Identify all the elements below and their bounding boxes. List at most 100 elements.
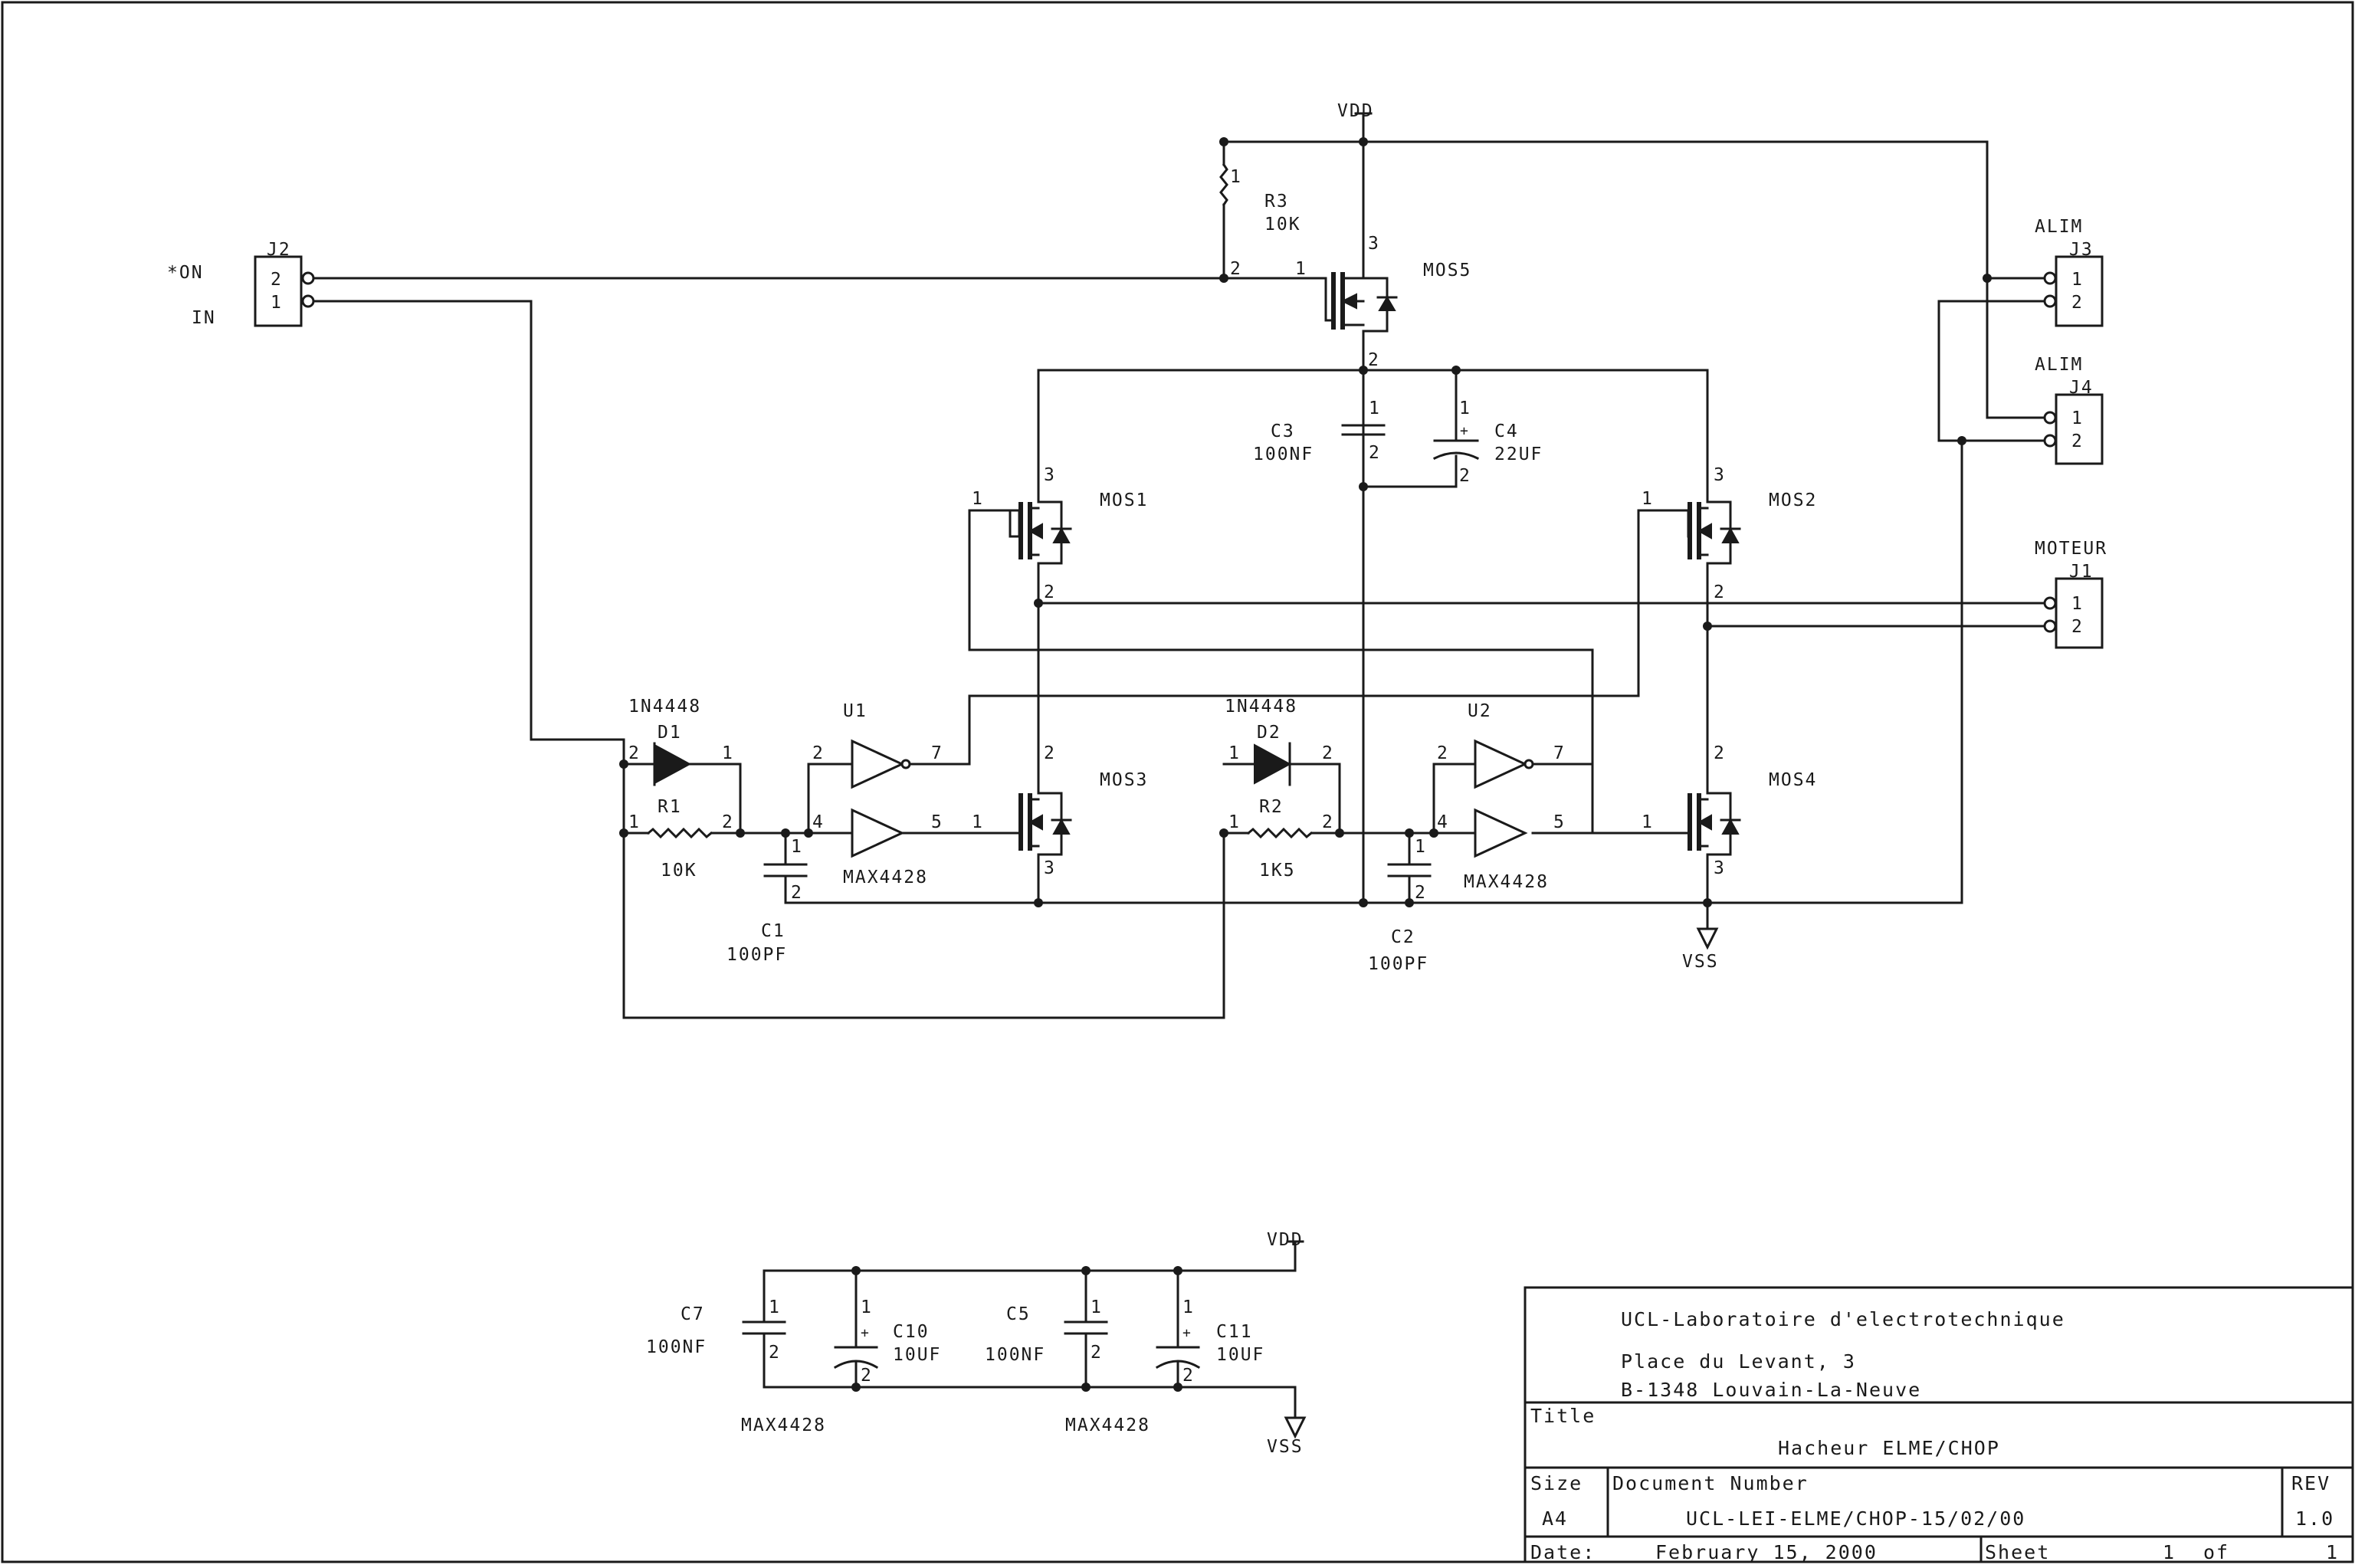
mosfet-mos3: 1 2 3 MOS3 — [972, 743, 1148, 878]
decoupling-label-left: MAX4428 — [741, 1415, 826, 1435]
u1-out-b: 5 — [931, 812, 943, 832]
j3-pin2: 2 — [2071, 293, 2084, 313]
mos1-gate-pin: 1 — [972, 489, 984, 509]
c2-pin1: 1 — [1415, 837, 1427, 857]
c4-ref: C4 — [1494, 422, 1519, 441]
d2-pin-k: 2 — [1322, 743, 1334, 763]
connector-j4: ALIM J4 1 2 — [2035, 355, 2104, 465]
d2-part: 1N4448 — [1225, 697, 1297, 717]
wires — [313, 112, 2052, 1418]
mos4-gate-pin: 1 — [1642, 812, 1654, 832]
mos5-source-pin: 2 — [1368, 350, 1380, 370]
vdd-label: VDD — [1337, 101, 1374, 121]
c7-value: 100NF — [646, 1337, 707, 1357]
vss-label-2: VSS — [1267, 1437, 1304, 1457]
d2-pin-a: 1 — [1228, 743, 1241, 763]
mos2-gate-pin: 1 — [1642, 489, 1654, 509]
c4-value: 22UF — [1494, 444, 1543, 464]
c11-pin1: 1 — [1182, 1297, 1195, 1317]
u2-in-a: 2 — [1437, 743, 1449, 763]
mosfet-mos4: 1 2 3 MOS4 — [1642, 743, 1817, 878]
r3-pin1: 1 — [1230, 167, 1242, 187]
capacitor-c3: 1 2 C3 100NF — [1253, 399, 1386, 464]
d1-part: 1N4448 — [628, 697, 701, 717]
mos4-ref: MOS4 — [1769, 770, 1817, 790]
j4-pin1: 1 — [2071, 408, 2084, 428]
tb-size-label: Size — [1530, 1472, 1583, 1494]
j3-pin1: 1 — [2071, 270, 2084, 290]
c4-pin2: 2 — [1459, 466, 1471, 486]
j2-label-on: *ON — [167, 263, 204, 283]
mos3-source-pin: 3 — [1044, 858, 1056, 878]
junction-dots — [619, 137, 1992, 1392]
tb-size: A4 — [1542, 1507, 1568, 1530]
title-block: UCL-Laboratoire d'electrotechnique Place… — [1524, 1286, 2354, 1563]
c1-value: 100PF — [727, 945, 787, 965]
c11-value: 10UF — [1216, 1345, 1264, 1365]
mos3-drain-pin: 2 — [1044, 743, 1056, 763]
c7-pin1: 1 — [769, 1297, 781, 1317]
tb-sheet-label: Sheet — [1985, 1541, 2050, 1563]
tb-date-label: Date: — [1530, 1541, 1596, 1563]
c1-pin1: 1 — [791, 837, 803, 857]
c3-pin2: 2 — [1369, 443, 1381, 463]
j2-label-in: IN — [192, 308, 216, 328]
vss-ground-icon — [1696, 927, 1719, 950]
c11-ref: C11 — [1216, 1322, 1253, 1342]
u2-out-b: 5 — [1553, 812, 1566, 832]
j1-ref: J1 — [2069, 562, 2094, 582]
mos2-ref: MOS2 — [1769, 490, 1817, 510]
mos4-drain-pin: 2 — [1714, 743, 1726, 763]
mos1-drain-pin: 3 — [1044, 465, 1056, 485]
mos3-ref: MOS3 — [1100, 770, 1148, 790]
d2-ref: D2 — [1257, 723, 1281, 743]
c3-ref: C3 — [1271, 422, 1295, 441]
mos4-source-pin: 3 — [1714, 858, 1726, 878]
svg-text:+: + — [1460, 423, 1470, 439]
u1-part: MAX4428 — [843, 868, 928, 887]
connector-j3: ALIM J3 1 2 — [2035, 217, 2104, 327]
r1-ref: R1 — [658, 797, 682, 817]
svg-text:+: + — [861, 1325, 871, 1341]
decoupling-label-right: MAX4428 — [1065, 1415, 1150, 1435]
c2-ref: C2 — [1391, 927, 1415, 947]
u1-out-a: 7 — [931, 743, 943, 763]
j1-title: MOTEUR — [2035, 539, 2107, 559]
r1-pin1: 1 — [628, 812, 641, 832]
r2-value: 1K5 — [1259, 861, 1296, 881]
j4-ref: J4 — [2069, 378, 2094, 398]
mos2-source-pin: 2 — [1714, 582, 1726, 602]
capacitor-c4: 1 + 2 C4 22UF — [1432, 399, 1543, 486]
tb-org-line2: Place du Levant, 3 — [1621, 1350, 1856, 1373]
c5-value: 100NF — [985, 1345, 1045, 1365]
c4-pin1: 1 — [1459, 399, 1471, 418]
connector-j2: J2 2 1 *ON IN — [167, 240, 315, 328]
capacitor-c11: 1 + 2 C11 10UF — [1155, 1297, 1264, 1386]
j2-pin-top: 2 — [271, 270, 283, 290]
tb-title: Hacheur ELME/CHOP — [1778, 1437, 2000, 1459]
mosfet-mos2: 1 3 2 MOS2 — [1642, 465, 1817, 602]
j2-pin-bottom: 1 — [271, 293, 283, 313]
resistor-r2: 1 2 R2 1K5 — [1228, 797, 1333, 881]
mos3-gate-pin: 1 — [972, 812, 984, 832]
mos1-ref: MOS1 — [1100, 490, 1148, 510]
j2-ref: J2 — [267, 240, 291, 260]
tb-rev: 1.0 — [2295, 1507, 2334, 1530]
u2-in-b: 4 — [1437, 812, 1449, 832]
c2-pin2: 2 — [1415, 883, 1427, 903]
u1-in-a: 2 — [812, 743, 825, 763]
mos5-drain-pin: 3 — [1368, 234, 1380, 254]
c3-value: 100NF — [1253, 444, 1314, 464]
tb-org-line1: UCL-Laboratoire d'electrotechnique — [1621, 1308, 2065, 1330]
connector-j1: MOTEUR J1 1 2 — [2035, 539, 2107, 649]
mosfet-mos1: 1 3 2 MOS1 — [972, 465, 1148, 602]
tb-of-label: of — [2203, 1541, 2229, 1563]
resistor-r3: 1 2 R3 10K — [1219, 163, 1300, 279]
c1-ref: C1 — [761, 921, 786, 941]
j3-title: ALIM — [2035, 217, 2083, 237]
c5-ref: C5 — [1006, 1304, 1031, 1324]
c10-value: 10UF — [893, 1345, 941, 1365]
